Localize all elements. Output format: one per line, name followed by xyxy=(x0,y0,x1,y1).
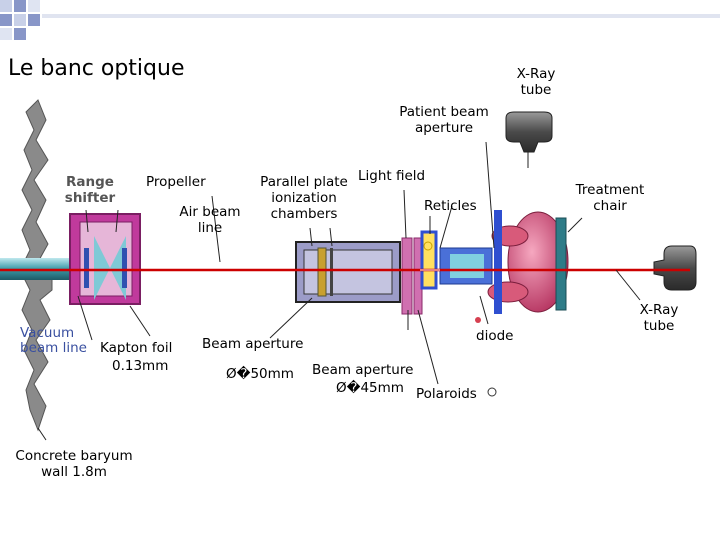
label-patient-beam-aperture: Patient beam aperture xyxy=(399,104,489,136)
label-vacuum-beam-line: Vacuum beam line xyxy=(20,325,87,356)
label-reticles: Reticles xyxy=(424,198,477,214)
label-polaroids: Polaroids xyxy=(416,386,477,402)
label-concrete-wall: Concrete baryum wall 1.8m xyxy=(15,448,133,480)
polaroid-marker xyxy=(487,387,497,397)
label-kapton-thickness: 0.13mm xyxy=(112,358,169,374)
label-beam-aperture-1-size: Ø�50mm xyxy=(226,366,294,382)
label-air-beam-line: Air beam line xyxy=(179,204,241,236)
label-xray-tube-right: X-Ray tube xyxy=(639,302,679,334)
xray-tube-top xyxy=(505,111,553,153)
corner-decoration xyxy=(0,0,720,40)
label-light-field: Light field xyxy=(358,168,426,184)
label-diode: diode xyxy=(476,328,514,344)
label-range-shifter: Range shifter xyxy=(64,174,116,206)
page-title: Le banc optique xyxy=(8,56,185,81)
xray-tube-right xyxy=(653,245,697,291)
beam-aperture-plate-1 xyxy=(401,237,413,315)
label-treatment-chair: Treatment chair xyxy=(575,182,645,214)
label-beam-aperture-2: Beam aperture xyxy=(312,362,414,378)
label-parallel-plate-chambers: Parallel plate ionization chambers xyxy=(260,174,348,222)
label-propeller: Propeller xyxy=(146,174,206,190)
label-beam-aperture-1: Beam aperture xyxy=(202,336,304,352)
label-xray-tube-top: X-Ray tube xyxy=(516,66,556,98)
diode-marker xyxy=(475,317,481,323)
light-field-box xyxy=(420,230,438,290)
light-field-marker xyxy=(423,241,433,251)
label-beam-aperture-2-size: Ø�45mm xyxy=(336,380,404,396)
label-kapton-foil: Kapton foil xyxy=(100,340,173,356)
pointer-lines xyxy=(37,141,641,441)
